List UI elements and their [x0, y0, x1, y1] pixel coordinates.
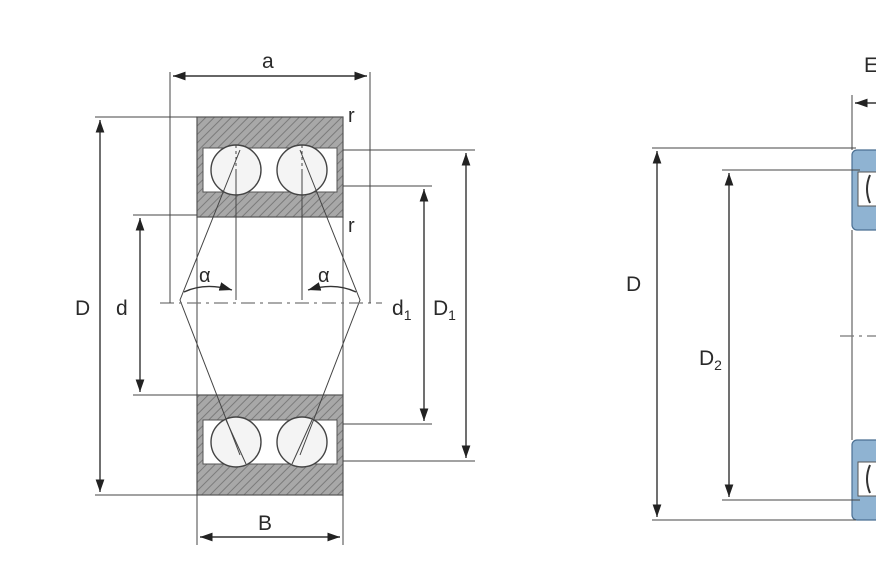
label-D: D	[75, 297, 90, 320]
contact-angle-lines	[179, 149, 361, 456]
label-B-right-cut: E	[864, 54, 876, 77]
label-alpha-left: α	[199, 265, 211, 287]
right-partial-view: D D2 E	[626, 54, 876, 521]
upper-ring-section	[196, 116, 344, 218]
label-d1: d1	[392, 297, 412, 323]
label-a: a	[262, 50, 274, 73]
label-B: B	[258, 512, 272, 535]
label-D1: D1	[433, 297, 456, 323]
left-section-view: a r r α α D d d1 D1 B	[75, 50, 475, 545]
label-r-mid: r	[348, 215, 355, 237]
lower-ring-section	[196, 394, 344, 496]
label-D2: D2	[699, 347, 722, 373]
label-D-right: D	[626, 273, 641, 296]
label-alpha-right: α	[318, 265, 330, 287]
label-r-top: r	[348, 105, 355, 127]
label-d: d	[116, 297, 128, 320]
